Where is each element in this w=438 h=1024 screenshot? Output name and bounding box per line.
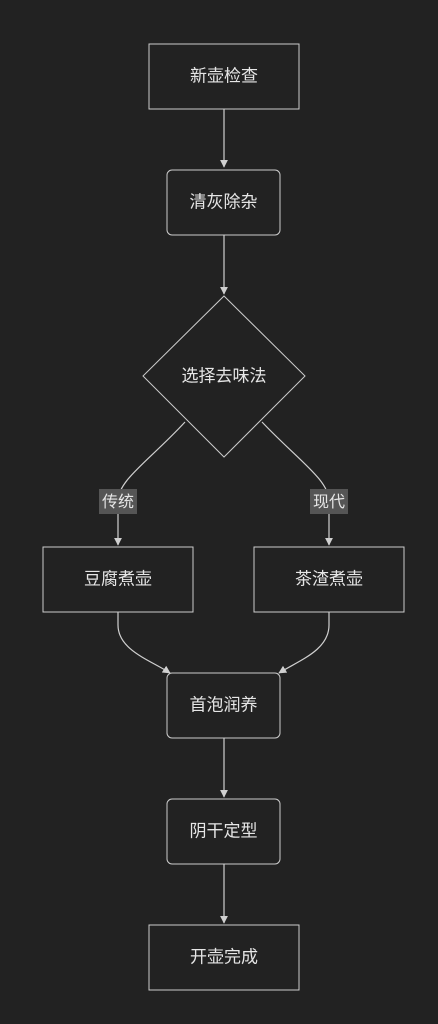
node-first-brew-label: 首泡润养 xyxy=(190,696,258,716)
node-tea-dregs-boil: 茶渣煮壶 xyxy=(253,546,405,613)
edge-choose-to-tofu xyxy=(114,421,186,546)
node-new-pot-check-label: 新壶检查 xyxy=(190,67,258,87)
node-clean-ash: 清灰除杂 xyxy=(166,169,281,236)
node-pot-ready: 开壶完成 xyxy=(148,924,300,991)
edge-label-modern-text: 现代 xyxy=(313,492,345,511)
node-tofu-boil-label: 豆腐煮壶 xyxy=(84,570,152,590)
edge-tofu-to-brew xyxy=(117,612,171,674)
edge-label-traditional: 传统 xyxy=(99,489,137,514)
node-shade-dry: 阴干定型 xyxy=(166,798,281,865)
edge-label-modern: 现代 xyxy=(310,489,348,514)
node-choose-method-label: 选择去味法 xyxy=(182,367,267,387)
edge-choose-to-teadregs xyxy=(261,421,333,546)
node-tofu-boil: 豆腐煮壶 xyxy=(42,546,194,613)
node-pot-ready-label: 开壶完成 xyxy=(190,948,258,968)
node-clean-ash-label: 清灰除杂 xyxy=(190,193,258,213)
node-first-brew: 首泡润养 xyxy=(166,672,281,739)
node-shade-dry-label: 阴干定型 xyxy=(190,822,258,842)
node-new-pot-check: 新壶检查 xyxy=(148,43,300,110)
edge-label-traditional-text: 传统 xyxy=(102,492,134,511)
node-choose-method: 选择去味法 xyxy=(142,295,306,458)
edge-teadregs-to-brew xyxy=(278,612,330,674)
node-tea-dregs-boil-label: 茶渣煮壶 xyxy=(295,570,363,590)
